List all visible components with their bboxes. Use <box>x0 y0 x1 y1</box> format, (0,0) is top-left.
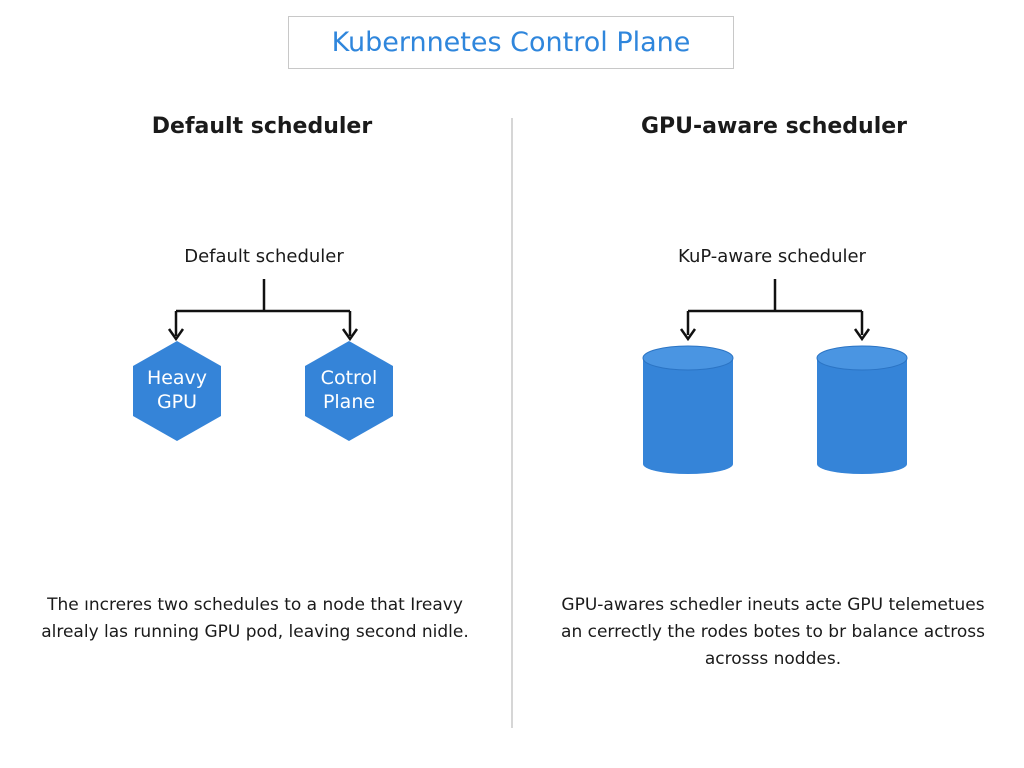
panel-divider <box>511 118 513 728</box>
right-caption-line2: an cerrectly the rodes botes to br balan… <box>561 622 985 642</box>
right-connector <box>679 279 871 342</box>
right-caption: GPU-awares schedler ineuts acte GPU tele… <box>538 592 1008 673</box>
heavy-gpu-label-line2: GPU <box>156 391 198 413</box>
gpu-node-cylinder-1 <box>642 345 734 474</box>
page-title: Kubernnetes Control Plane <box>288 16 734 69</box>
left-caption: The ıncreres two schedules to a node tha… <box>20 592 490 646</box>
left-panel-heading: Default scheduler <box>151 114 373 139</box>
left-arrow-1 <box>167 328 185 342</box>
right-arrow-2 <box>853 328 871 342</box>
left-scheduler-label: Default scheduler <box>184 246 344 267</box>
right-caption-line3: acrosss noddes. <box>704 649 842 669</box>
left-caption-line2: alrealy las running GPU pod, leaving sec… <box>41 622 469 642</box>
left-arrow-2 <box>341 328 359 342</box>
control-plane-node-label: Cotrol Plane <box>289 366 409 414</box>
left-connector <box>167 279 359 342</box>
right-panel-heading: GPU-aware scheduler <box>640 114 908 139</box>
left-caption-line1: The ıncreres two schedules to a node tha… <box>47 595 463 615</box>
right-arrow-1 <box>679 328 697 342</box>
right-caption-line1: GPU-awares schedler ineuts acte GPU tele… <box>561 595 985 615</box>
heavy-gpu-label-line1: Heavy <box>146 367 208 389</box>
control-plane-label-line2: Plane <box>322 391 376 413</box>
control-plane-label-line1: Cotrol <box>320 367 378 389</box>
heavy-gpu-node-label: Heavy GPU <box>117 366 237 414</box>
right-scheduler-label: KuP-aware scheduler <box>678 246 866 267</box>
gpu-node-cylinder-2 <box>816 345 908 474</box>
